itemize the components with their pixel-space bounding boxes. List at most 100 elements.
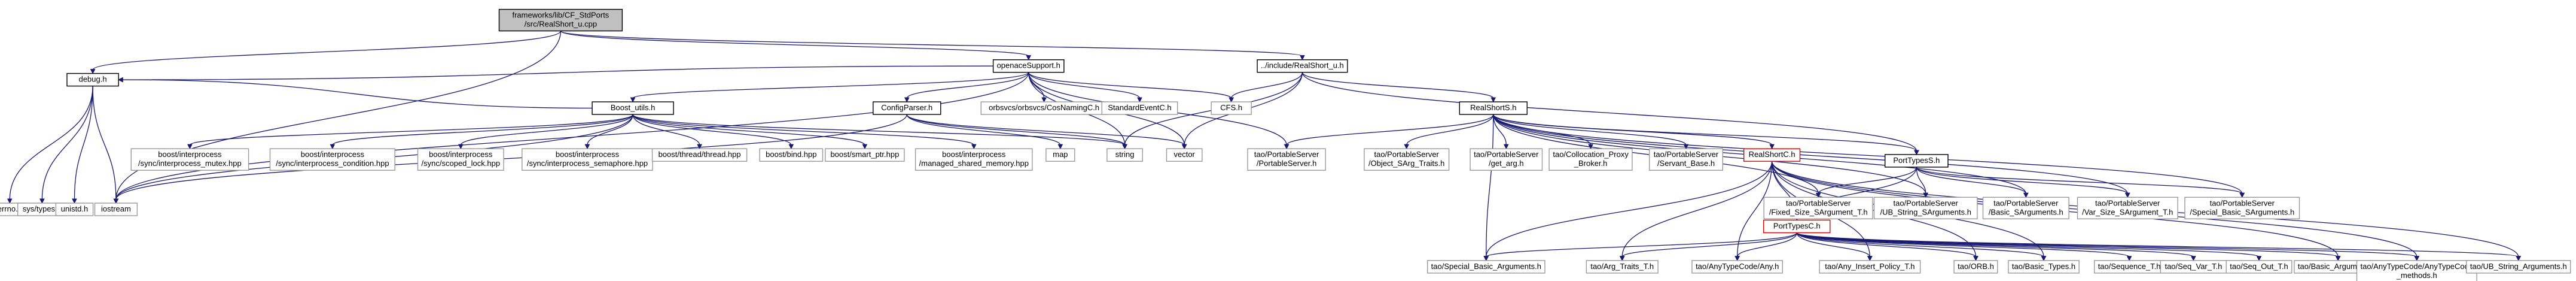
node-seqvar[interactable]: tao/Seq_Var_T.h xyxy=(2160,260,2227,274)
node-anyinsert[interactable]: tao/Any_Insert_Policy_T.h xyxy=(1819,260,1921,274)
node-argtraits[interactable]: tao/Arg_Traits_T.h xyxy=(1586,260,1659,274)
node-portableserver[interactable]: tao/PortableServer/PortableServer.h xyxy=(1247,148,1326,171)
edge-line xyxy=(632,114,865,146)
edge-line xyxy=(1796,232,2519,258)
edge-porttypesc-to-anyinsert xyxy=(1796,232,1873,261)
node-box xyxy=(269,148,395,171)
node-porttypess[interactable]: PortTypesS.h xyxy=(1884,154,1949,168)
edge-line xyxy=(1406,114,1494,146)
edge-porttypesc-to-argtraits xyxy=(1619,232,1797,261)
node-mutex[interactable]: boost/interprocess/sync/interprocess_mut… xyxy=(130,148,249,171)
edge-line xyxy=(1796,232,1871,258)
edge-arrowhead xyxy=(904,97,910,103)
edge-openace-to-boost_utils xyxy=(630,72,1029,103)
node-configparser[interactable]: ConfigParser.h xyxy=(873,101,941,115)
node-scopedlock[interactable]: boost/interprocess/sync/scoped_lock.hpp xyxy=(417,148,504,171)
node-root[interactable]: frameworks/lib/CF_StdPorts/src/RealShort… xyxy=(498,8,623,32)
edge-arrowhead xyxy=(1137,97,1142,103)
edge-realshort_u-to-cf xyxy=(1228,72,1303,103)
node-sharedmem[interactable]: boost/interprocess/managed_shared_memory… xyxy=(914,148,1033,171)
node-anytypecode[interactable]: tao/AnyTypeCode/Any.h xyxy=(1691,260,1784,274)
node-box xyxy=(1364,148,1450,171)
edge-porttypesc-to-ubstringargs xyxy=(1796,232,2522,261)
node-ubstringargs[interactable]: tao/UB_String_Arguments.h xyxy=(2466,260,2571,274)
edge-arrowhead xyxy=(1041,97,1047,103)
edge-arrowhead xyxy=(2191,256,2196,261)
node-fixedsize[interactable]: tao/PortableServer/Fixed_Size_SArgument_… xyxy=(1763,197,1873,219)
node-basicsargs[interactable]: tao/PortableServer/Basic_SArguments.h xyxy=(1982,197,2069,219)
edge-porttypesc-to-seqout xyxy=(1796,232,2262,261)
edge-root-to-realshort_u xyxy=(560,31,1305,61)
edge-porttypess-to-varsize xyxy=(1916,167,2130,198)
node-realshort_u[interactable]: ../include/RealShort_u.h xyxy=(1257,59,1348,73)
edge-boost_utils-to-semaphore xyxy=(584,114,633,150)
node-label: tao/AnyTypeCode/AnyTypeCode xyxy=(2360,262,2473,271)
node-debug[interactable]: debug.h xyxy=(66,72,119,87)
node-map[interactable]: map xyxy=(1045,148,1075,162)
edge-arrowhead xyxy=(1057,144,1063,150)
node-realshortc[interactable]: RealShortC.h xyxy=(1743,148,1801,162)
node-box xyxy=(130,148,249,171)
node-semaphore[interactable]: boost/interprocess/sync/interprocess_sem… xyxy=(522,148,653,171)
edge-porttypess-to-specialbasics xyxy=(1916,167,2245,198)
edge-line xyxy=(632,114,1126,146)
node-box xyxy=(498,8,623,32)
edge-arrowhead xyxy=(1815,192,1821,198)
node-seqout[interactable]: tao/Seq_Out_T.h xyxy=(2226,260,2293,274)
node-box xyxy=(1648,148,1723,171)
node-specialbasicargs[interactable]: tao/Special_Basic_Arguments.h xyxy=(1426,260,1545,274)
node-cf[interactable]: CFS.h xyxy=(1211,101,1252,115)
edge-line xyxy=(9,86,93,200)
node-iostream[interactable]: iostream xyxy=(94,203,138,216)
edge-arrowhead xyxy=(1026,55,1032,61)
node-orb[interactable]: tao/ORB.h xyxy=(1953,260,1998,274)
edge-line xyxy=(115,31,562,200)
node-label: errno.h xyxy=(0,204,22,213)
node-basictypes[interactable]: tao/Basic_Types.h xyxy=(2008,260,2080,274)
edge-line xyxy=(1486,232,1797,258)
edge-porttypess-to-fixedsize xyxy=(1815,167,1917,198)
node-boost_utils[interactable]: Boost_utils.h xyxy=(592,101,674,115)
node-porttypesc[interactable]: PortTypesC.h xyxy=(1763,219,1831,234)
edge-boost_utils-to-mutex xyxy=(187,114,633,150)
node-varsize[interactable]: tao/PortableServer/Var_Size_SArgument_T.… xyxy=(2077,197,2178,219)
node-label: PortTypesC.h xyxy=(1773,221,1821,230)
edge-arrowhead xyxy=(788,144,794,150)
node-cosnaming[interactable]: orbsvcs/orbsvcs/CosNamingC.h xyxy=(980,101,1108,115)
node-box xyxy=(1426,260,1545,274)
node-condition[interactable]: boost/interprocess/sync/interprocess_con… xyxy=(269,148,395,171)
edge-line xyxy=(92,86,117,200)
node-ustrings[interactable]: tao/PortableServer/UB_String_SArguments.… xyxy=(1873,197,1978,219)
edge-arrowhead xyxy=(2516,256,2522,261)
node-label: tao/PortableServer xyxy=(1993,198,2059,207)
node-specialbasics[interactable]: tao/PortableServer/Special_Basic_SArgume… xyxy=(2184,197,2300,219)
node-servantbase[interactable]: tao/PortableServer/Servant_Base.h xyxy=(1648,148,1723,171)
edge-boost_utils-to-thread xyxy=(632,114,702,150)
node-realshorts[interactable]: RealShortS.h xyxy=(1459,101,1528,115)
node-box xyxy=(651,148,748,162)
edge-debug-to-errno xyxy=(7,86,93,204)
node-sequence[interactable]: tao/Sequence_T.h xyxy=(2093,260,2165,274)
node-box xyxy=(1101,101,1178,115)
node-box xyxy=(1459,101,1528,115)
node-objectsarg[interactable]: tao/PortableServer/Object_SArg_Traits.h xyxy=(1364,148,1450,171)
edge-arrowhead xyxy=(39,198,45,204)
node-unistd[interactable]: unistd.h xyxy=(55,203,94,216)
node-vector[interactable]: vector xyxy=(1166,148,1203,162)
node-bind[interactable]: boost/bind.hpp xyxy=(759,148,824,162)
edge-porttypesc-to-sequence xyxy=(1796,232,2132,261)
node-label: /get_arg.h xyxy=(1489,159,1524,168)
node-stdevent[interactable]: StandardEventC.h xyxy=(1101,101,1178,115)
edge-openace-to-stdevent xyxy=(1028,72,1142,103)
node-thread[interactable]: boost/thread/thread.hpp xyxy=(651,148,748,162)
node-openace[interactable]: openaceSupport.h xyxy=(992,59,1065,73)
edge-line xyxy=(1796,232,2418,258)
node-anytypecodemethods[interactable]: tao/AnyTypeCode/AnyTypeCode_methods.h xyxy=(2356,260,2477,281)
node-string[interactable]: string xyxy=(1106,148,1144,162)
node-collocation[interactable]: tao/Collocation_Proxy_Broker.h xyxy=(1548,148,1633,171)
edge-arrowhead xyxy=(7,198,13,204)
node-getarg[interactable]: tao/PortableServer/get_arg.h xyxy=(1470,148,1543,171)
edge-line xyxy=(115,72,1029,200)
node-label: boost/interprocess xyxy=(942,150,1006,159)
node-smartptr[interactable]: boost/smart_ptr.hpp xyxy=(825,148,905,162)
